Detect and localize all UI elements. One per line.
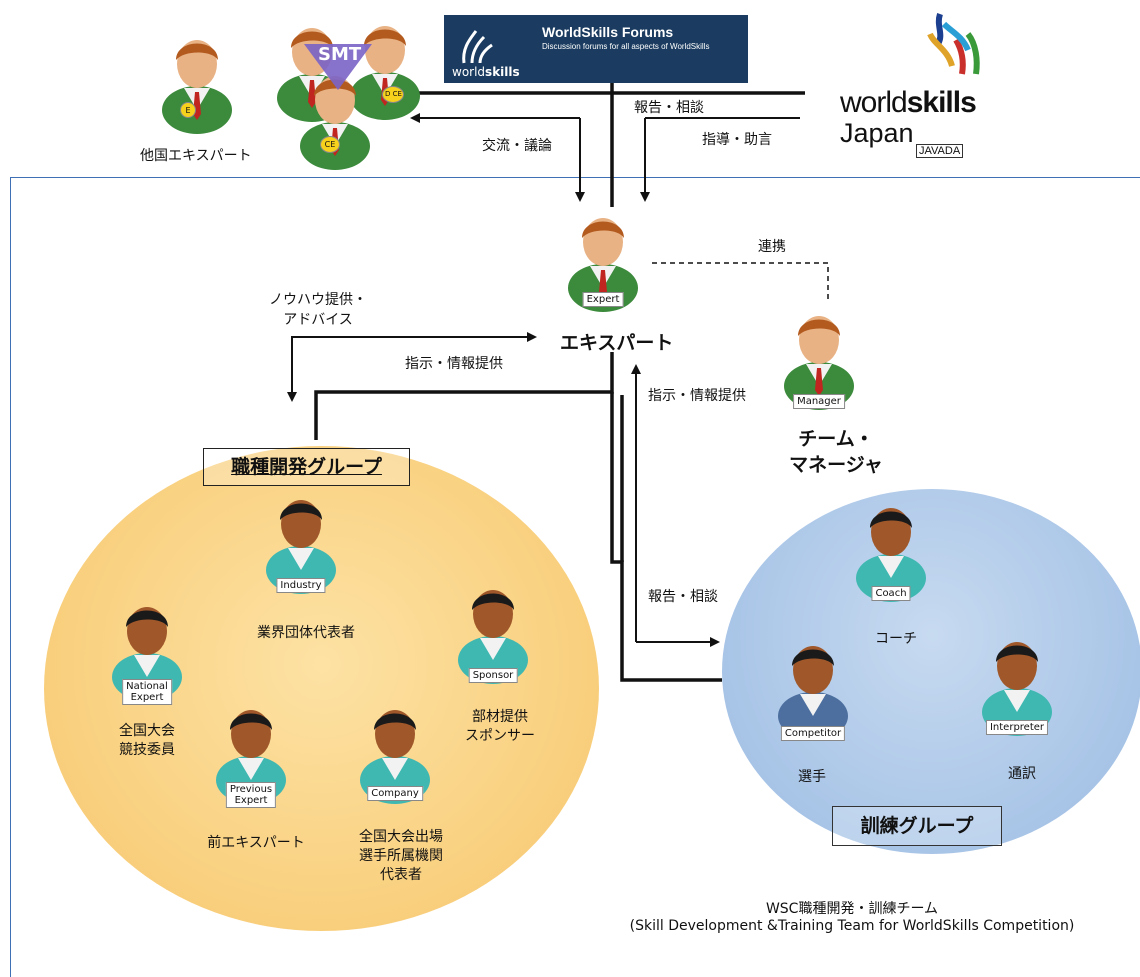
team-caption-line2: (Skill Development &Training Team for Wo…	[629, 918, 1075, 934]
smt-label: SMT	[318, 44, 362, 65]
forum-subtitle: Discussion forums for all aspects of Wor…	[542, 42, 710, 51]
worldskills-japan-logo: worldskills Japan JAVADA	[838, 10, 988, 160]
logo-japan: Japan	[840, 118, 914, 148]
smt-triangle	[304, 44, 372, 90]
person-icon	[568, 218, 638, 312]
manager-badge: Manager	[793, 394, 845, 409]
person-icon	[856, 508, 926, 602]
competitor-badge: Competitor	[780, 726, 846, 741]
train-group-title-text: 訓練グループ	[860, 815, 974, 837]
person-icon	[784, 316, 854, 410]
industry-badge: Industry	[276, 578, 326, 593]
knowhow-label: ノウハウ提供・ アドバイス	[269, 292, 367, 328]
previous-expert-badge: Previous Expert	[225, 782, 277, 808]
foreign-expert-label: 他国エキスパート	[140, 148, 252, 164]
competitor-person: Competitor	[776, 636, 850, 741]
forum-brand-bold: skills	[485, 65, 520, 79]
foreign-badge-e: E	[180, 102, 196, 118]
dev-group-title-text: 職種開発グループ	[231, 456, 382, 478]
competitor-label: 選手	[798, 769, 826, 785]
previous-expert-person: Previous Expert	[214, 700, 288, 808]
person-icon	[162, 40, 232, 134]
foreign-expert-person: E	[160, 30, 234, 134]
person-icon	[216, 710, 286, 804]
hands-icon	[462, 30, 493, 64]
manager-person: Manager	[782, 306, 856, 410]
forum-brand: worldskills	[452, 65, 520, 79]
person-icon	[266, 500, 336, 594]
expert-label: エキスパート	[560, 332, 674, 354]
person-icon	[458, 590, 528, 684]
logo-light: world	[840, 86, 908, 119]
exchange-label: 交流・議論	[482, 138, 552, 154]
report-top-label: 報告・相談	[634, 100, 704, 116]
national-expert-label: 全国大会 競技委員	[119, 723, 175, 758]
foreign-badge-dce: D CE	[382, 86, 404, 103]
sponsor-badge: Sponsor	[468, 668, 518, 683]
train-group-title: 訓練グループ	[832, 806, 1002, 846]
team-frame	[10, 177, 1140, 977]
person-icon	[982, 642, 1052, 736]
logo-javada: JAVADA	[916, 144, 964, 158]
foreign-badge-ce: CE	[320, 136, 340, 153]
national-expert-person: National Expert	[110, 597, 184, 705]
logo-bold: skills	[906, 86, 977, 119]
person-icon	[778, 646, 848, 740]
report-bottom-label: 報告・相談	[648, 589, 718, 605]
coach-person: Coach	[854, 498, 928, 602]
train-group-circle	[722, 489, 1140, 854]
connector-lines	[287, 83, 829, 682]
interpreter-label: 通訳	[1008, 766, 1036, 782]
cooperation-label: 連携	[758, 239, 786, 255]
national-expert-badge: National Expert	[122, 679, 172, 705]
person-icon	[360, 710, 430, 804]
instruct-left-label: 指示・情報提供	[405, 356, 503, 372]
team-caption-line1: WSC職種開発・訓練チーム	[765, 901, 939, 917]
interpreter-person: Interpreter	[980, 632, 1054, 736]
company-label: 全国大会出場 選手所属機関 代表者	[359, 829, 443, 883]
sponsor-person: Sponsor	[456, 580, 530, 684]
forum-banner[interactable]: worldskills WorldSkills Forums Discussio…	[444, 15, 748, 83]
sponsor-label: 部材提供 スポンサー	[465, 709, 535, 744]
worldskills-swirl-icon	[927, 13, 980, 75]
company-badge: Company	[367, 786, 423, 801]
industry-person: Industry	[264, 490, 338, 594]
industry-label: 業界団体代表者	[257, 625, 355, 641]
coach-label: コーチ	[875, 631, 917, 647]
previous-expert-label: 前エキスパート	[207, 835, 305, 851]
instruct-right-label: 指示・情報提供	[648, 388, 746, 404]
expert-person: Expert	[566, 208, 640, 312]
interpreter-badge: Interpreter	[985, 720, 1049, 735]
expert-badge: Expert	[582, 292, 624, 307]
manager-label: チーム・ マネージャ	[789, 428, 883, 476]
dev-group-title: 職種開発グループ	[203, 448, 410, 486]
guidance-label: 指導・助言	[702, 132, 772, 148]
logo-line1: worldskills	[840, 86, 977, 119]
forum-title: WorldSkills Forums	[542, 24, 674, 40]
forum-brand-light: world	[452, 65, 486, 79]
coach-badge: Coach	[871, 586, 911, 601]
company-person: Company	[358, 700, 432, 804]
